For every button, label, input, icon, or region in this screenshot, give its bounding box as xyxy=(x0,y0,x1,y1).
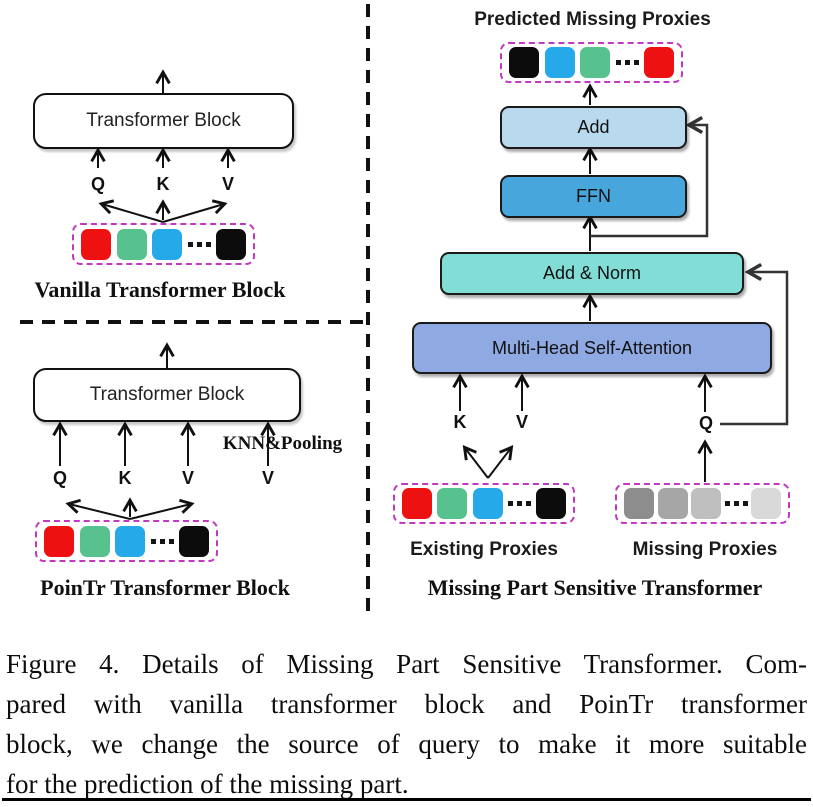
mpst-v-label: V xyxy=(515,412,529,432)
vanilla-block-label: Transformer Block xyxy=(86,110,241,131)
vanilla-proxy-row xyxy=(72,223,255,265)
missing-proxy-row xyxy=(615,483,790,524)
existing-proxies-label: Existing Proxies xyxy=(410,539,558,560)
mpst-panel-caption: Missing Part Sensitive Transformer xyxy=(427,575,763,600)
proxy-square xyxy=(472,488,503,519)
vertical-dashed-divider xyxy=(366,4,370,614)
vanilla-q-label: Q xyxy=(90,174,106,194)
proxy-square xyxy=(509,47,539,78)
proxy-square xyxy=(437,488,468,519)
figure-caption-line: Figure 4. Details of Missing Part Sensit… xyxy=(6,649,807,679)
proxy-square xyxy=(116,228,147,260)
existing-proxy-row xyxy=(393,483,575,524)
multi-head-self-attention-box: Multi-Head Self-Attention xyxy=(412,322,772,374)
proxy-square xyxy=(751,488,781,519)
proxy-square xyxy=(657,488,688,519)
predicted-proxy-row xyxy=(500,42,683,83)
horizontal-dashed-divider xyxy=(20,320,368,324)
ellipsis-dots xyxy=(724,501,748,506)
add-box-label: Add xyxy=(577,117,610,137)
skip-q-to-addnorm xyxy=(720,262,789,426)
add-norm-box-label: Add & Norm xyxy=(542,263,642,283)
pointr-block-label: Transformer Block xyxy=(89,384,245,405)
proxy-square xyxy=(691,488,721,519)
vanilla-k-label: K xyxy=(156,174,170,194)
pointr-v-label: V xyxy=(181,468,195,488)
knn-pooling-label: KNN&Pooling xyxy=(222,433,343,454)
pointr-q-label: Q xyxy=(52,468,68,488)
vanilla-v-label: V xyxy=(221,174,235,194)
ffn-box: FFN xyxy=(500,175,687,218)
proxy-square xyxy=(536,488,566,519)
figure-caption: Figure 4. Details of Missing Part Sensit… xyxy=(6,644,807,804)
missing-proxies-label: Missing Proxies xyxy=(632,539,778,560)
proxy-square xyxy=(81,228,111,260)
proxy-square xyxy=(644,47,674,78)
mpst-k-label: K xyxy=(453,412,467,432)
ffn-box-label: FFN xyxy=(576,186,611,206)
arrow-vanilla-fan-left xyxy=(98,199,164,223)
proxy-square xyxy=(44,525,74,557)
pointr-panel-caption: PoinTr Transformer Block xyxy=(40,575,290,600)
vanilla-panel-caption: Vanilla Transformer Block xyxy=(34,277,286,302)
proxy-square xyxy=(580,47,610,78)
figure-caption-line: pared with vanilla transformer block and… xyxy=(6,689,807,719)
mhsa-box-label: Multi-Head Self-Attention xyxy=(491,337,693,358)
ellipsis-dots xyxy=(615,60,639,65)
ellipsis-dots xyxy=(187,241,211,247)
proxy-square xyxy=(152,228,182,260)
pointr-transformer-block-box: Transformer Block xyxy=(33,368,301,422)
proxy-square xyxy=(79,525,110,557)
vanilla-transformer-block-box: Transformer Block xyxy=(33,93,294,149)
skip-addnorm-to-add xyxy=(590,115,709,238)
mpst-q-label: Q xyxy=(698,413,714,433)
proxy-square xyxy=(216,228,246,260)
ellipsis-dots xyxy=(507,501,531,506)
add-box: Add xyxy=(500,106,687,149)
arrow-existing-fan-k xyxy=(462,445,489,479)
proxy-square xyxy=(115,525,145,557)
proxy-square xyxy=(544,47,575,78)
pointr-k-label: K xyxy=(118,468,132,488)
proxy-square xyxy=(179,525,209,557)
arrow-vanilla-fan-right xyxy=(162,199,228,223)
bottom-rule xyxy=(2,798,811,801)
proxy-square xyxy=(624,488,654,519)
arrow-pointr-fan-right xyxy=(129,498,195,520)
figure-caption-line: block, we change the source of query to … xyxy=(6,729,807,759)
predicted-missing-proxies-title: Predicted Missing Proxies xyxy=(474,9,711,30)
pointr-v2-label: V xyxy=(261,468,275,488)
figure-caption-line: for the prediction of the missing part. xyxy=(6,769,409,799)
add-norm-box: Add & Norm xyxy=(440,252,744,295)
proxy-square xyxy=(402,488,432,519)
pointr-proxy-row xyxy=(35,520,218,562)
arrow-existing-fan-v xyxy=(487,445,514,479)
ellipsis-dots xyxy=(150,538,174,544)
arrow-pointr-fan-left xyxy=(65,498,131,520)
